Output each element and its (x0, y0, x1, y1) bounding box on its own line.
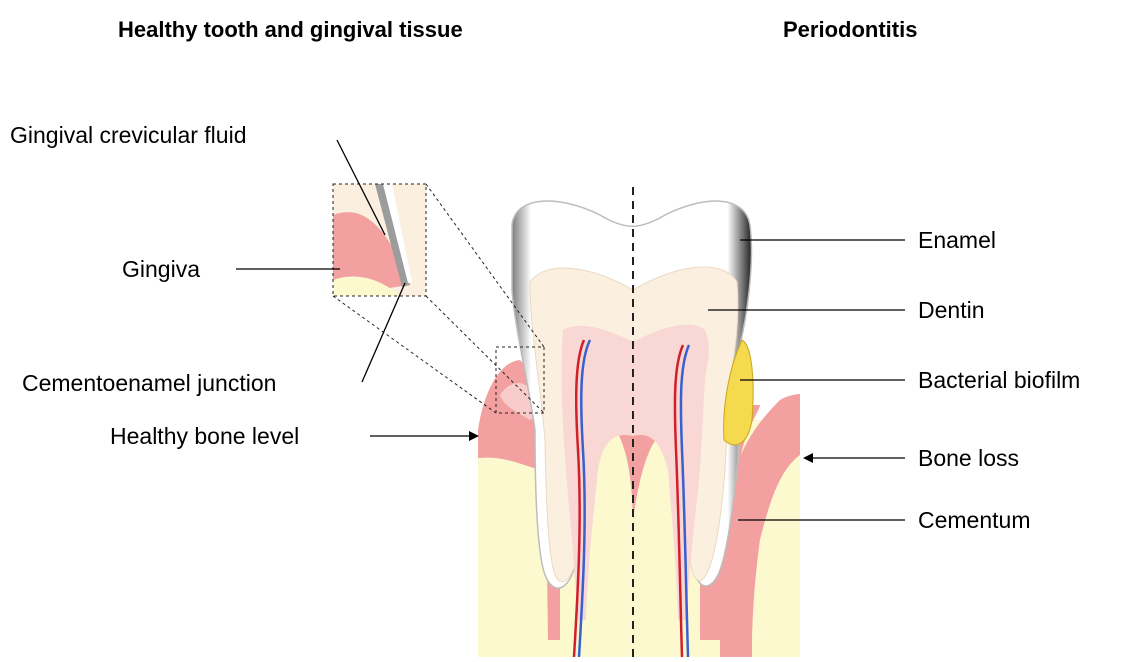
label-enamel: Enamel (918, 229, 996, 252)
label-cementum: Cementum (918, 509, 1030, 532)
heading-periodontitis: Periodontitis (783, 19, 917, 41)
leader-cej (362, 283, 405, 382)
label-bacterial-biofilm: Bacterial biofilm (918, 369, 1080, 392)
label-gingiva: Gingiva (122, 258, 200, 281)
zoom-connector-3 (333, 296, 496, 413)
label-bone-loss: Bone loss (918, 447, 1019, 470)
label-cementoenamel-junction: Cementoenamel junction (22, 372, 276, 395)
zoom-inset (333, 184, 426, 296)
label-healthy-bone-level: Healthy bone level (110, 425, 299, 448)
arrowhead-bone-loss (803, 453, 813, 463)
label-dentin: Dentin (918, 299, 984, 322)
arrowhead-healthy-bone (469, 431, 479, 441)
label-gingival-crevicular-fluid: Gingival crevicular fluid (10, 124, 246, 147)
heading-healthy: Healthy tooth and gingival tissue (118, 19, 463, 41)
